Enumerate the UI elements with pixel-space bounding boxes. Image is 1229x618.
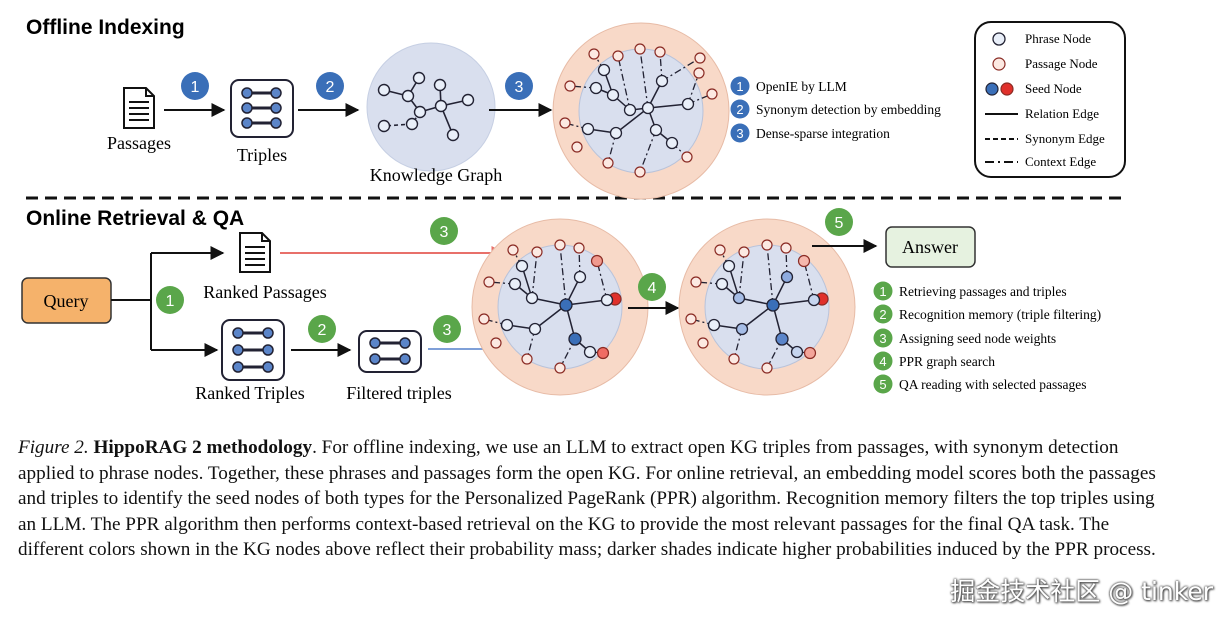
legend-phrase-node: Phrase Node [1025,31,1091,46]
svg-text:3: 3 [443,322,452,339]
svg-text:2: 2 [879,307,886,322]
ranked-triples-icon [221,319,285,381]
svg-text:1: 1 [879,284,886,299]
legend-synonym-edge: Synonym Edge [1025,131,1105,146]
svg-text:1: 1 [166,293,175,310]
offline-step-3-text: Dense-sparse integration [756,126,890,141]
passage-node-swatch [992,57,1006,71]
query-branch-lines [111,246,225,357]
online-step-3-text: Assigning seed node weights [899,331,1056,346]
integrated-kg-offline [552,22,730,200]
legend-passage-node: Passage Node [1025,56,1098,71]
online-step-4-badge: 4 [638,273,666,301]
svg-text:1: 1 [736,79,743,94]
ppr-kg [678,218,856,396]
watermark: 掘金技术社区 @ tinker [950,577,1213,606]
offline-step-2-text: Synonym detection by embedding [756,102,941,117]
legend: Phrase Node Passage Node Seed Node Relat… [974,21,1126,178]
online-step-2-badge: 2 [308,315,336,343]
knowledge-graph [366,42,496,172]
offline-section-title: Offline Indexing [26,16,185,39]
online-step-2-text: Recognition memory (triple filtering) [899,307,1101,322]
passages-label: Passages [107,133,171,153]
svg-text:2: 2 [736,102,743,117]
kg-label: Knowledge Graph [370,165,502,185]
svg-text:3: 3 [515,79,524,96]
online-step-5-text: QA reading with selected passages [899,377,1086,392]
answer-box: Answer [885,226,976,268]
offline-step-2-badge: 2 [316,72,344,100]
filtered-triples-label: Filtered triples [346,383,451,403]
online-step-4-text: PPR graph search [899,354,995,369]
seeded-kg [471,218,649,396]
triples-label: Triples [237,145,287,165]
answer-label: Answer [902,237,958,257]
query-box: Query [21,277,112,324]
online-section-title: Online Retrieval & QA [26,207,244,230]
svg-text:4: 4 [648,280,657,297]
online-step-1-badge: 1 [156,286,184,314]
offline-step-list: 1 OpenIE by LLM 2 Synonym detection by e… [730,76,941,143]
offline-step-1-text: OpenIE by LLM [756,79,847,94]
offline-step-3-badge: 3 [505,72,533,100]
online-step-1-text: Retrieving passages and triples [899,284,1067,299]
methodology-figure: Offline Indexing Online Retrieval & QA P… [21,16,1126,403]
phrase-node-swatch [992,32,1006,46]
caption-title: HippoRAG 2 methodology [93,437,313,458]
filtered-triples-icon [358,330,422,373]
figure-caption: Figure 2. HippoRAG 2 methodology. For of… [18,435,1158,563]
triples-icon [230,79,294,138]
ranked-passages-document-icon [239,232,271,273]
ranked-triples-label: Ranked Triples [195,383,305,403]
online-step-3b-badge: 3 [433,315,461,343]
caption-body: . For offline indexing, we use an LLM to… [18,437,1156,561]
passages-document-icon [123,87,155,129]
seed-node-red-swatch [1000,82,1014,96]
offline-step-1-badge: 1 [181,72,209,100]
svg-text:3: 3 [879,331,886,346]
svg-text:3: 3 [736,126,743,141]
legend-seed-node: Seed Node [1025,81,1082,96]
svg-text:4: 4 [879,354,886,369]
query-label: Query [44,291,89,311]
caption-label: Figure 2. [18,437,89,458]
legend-relation-edge: Relation Edge [1025,106,1099,121]
online-step-list: 1 Retrieving passages and triples 2 Reco… [873,281,1101,394]
svg-text:2: 2 [326,79,335,96]
legend-context-edge: Context Edge [1025,154,1096,169]
seed-node-blue-swatch [985,82,999,96]
ranked-passages-label: Ranked Passages [203,282,326,302]
svg-text:2: 2 [318,322,327,339]
svg-text:3: 3 [440,224,449,241]
online-step-3a-badge: 3 [430,217,458,245]
svg-text:5: 5 [835,215,844,232]
online-step-5-badge: 5 [825,208,853,236]
svg-text:1: 1 [191,79,200,96]
svg-text:5: 5 [879,377,886,392]
